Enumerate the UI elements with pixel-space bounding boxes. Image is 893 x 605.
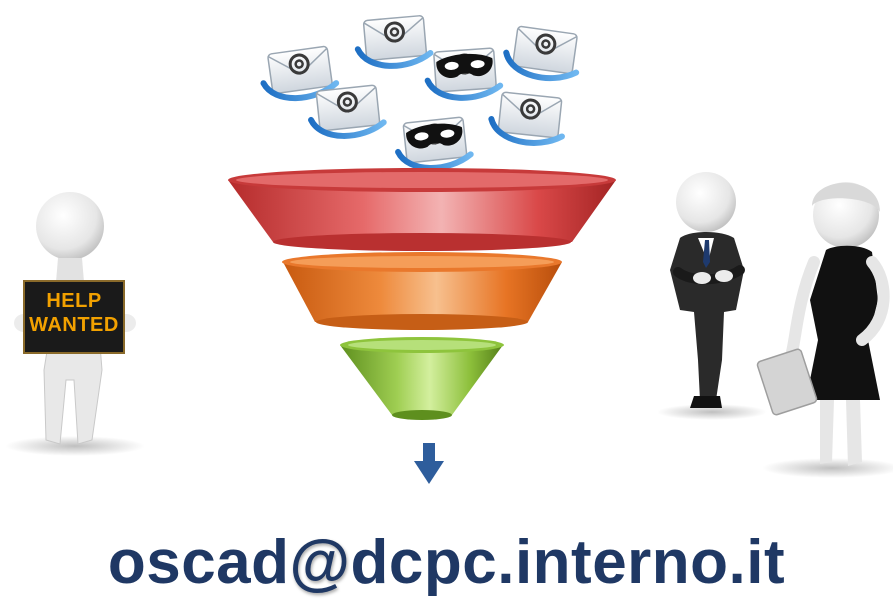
masked-email-icon (395, 117, 472, 172)
briefcase (756, 348, 818, 416)
funnel-middle-section (282, 252, 562, 330)
funnel-top-section (228, 168, 616, 251)
email-user: oscad (107, 528, 290, 597)
email-icon (355, 15, 431, 69)
help-wanted-person (5, 192, 145, 456)
email-icon (504, 25, 582, 82)
at-symbol: @ (289, 528, 351, 597)
sign-line-1: HELP (46, 290, 102, 312)
sign-line-2: WANTED (29, 314, 119, 336)
masked-email-icon (426, 48, 501, 101)
down-arrow-icon (414, 443, 444, 484)
contact-email[interactable]: oscad@dcpc.interno.it (0, 528, 893, 598)
business-man (657, 172, 767, 420)
funnel-bottom-section (340, 337, 504, 420)
emails-cluster (260, 15, 582, 171)
funnel (228, 168, 616, 420)
email-icon (308, 85, 385, 140)
email-icon (489, 91, 566, 146)
business-woman (756, 182, 893, 478)
email-domain: dcpc.interno.it (350, 528, 786, 597)
help-wanted-sign (23, 280, 125, 354)
